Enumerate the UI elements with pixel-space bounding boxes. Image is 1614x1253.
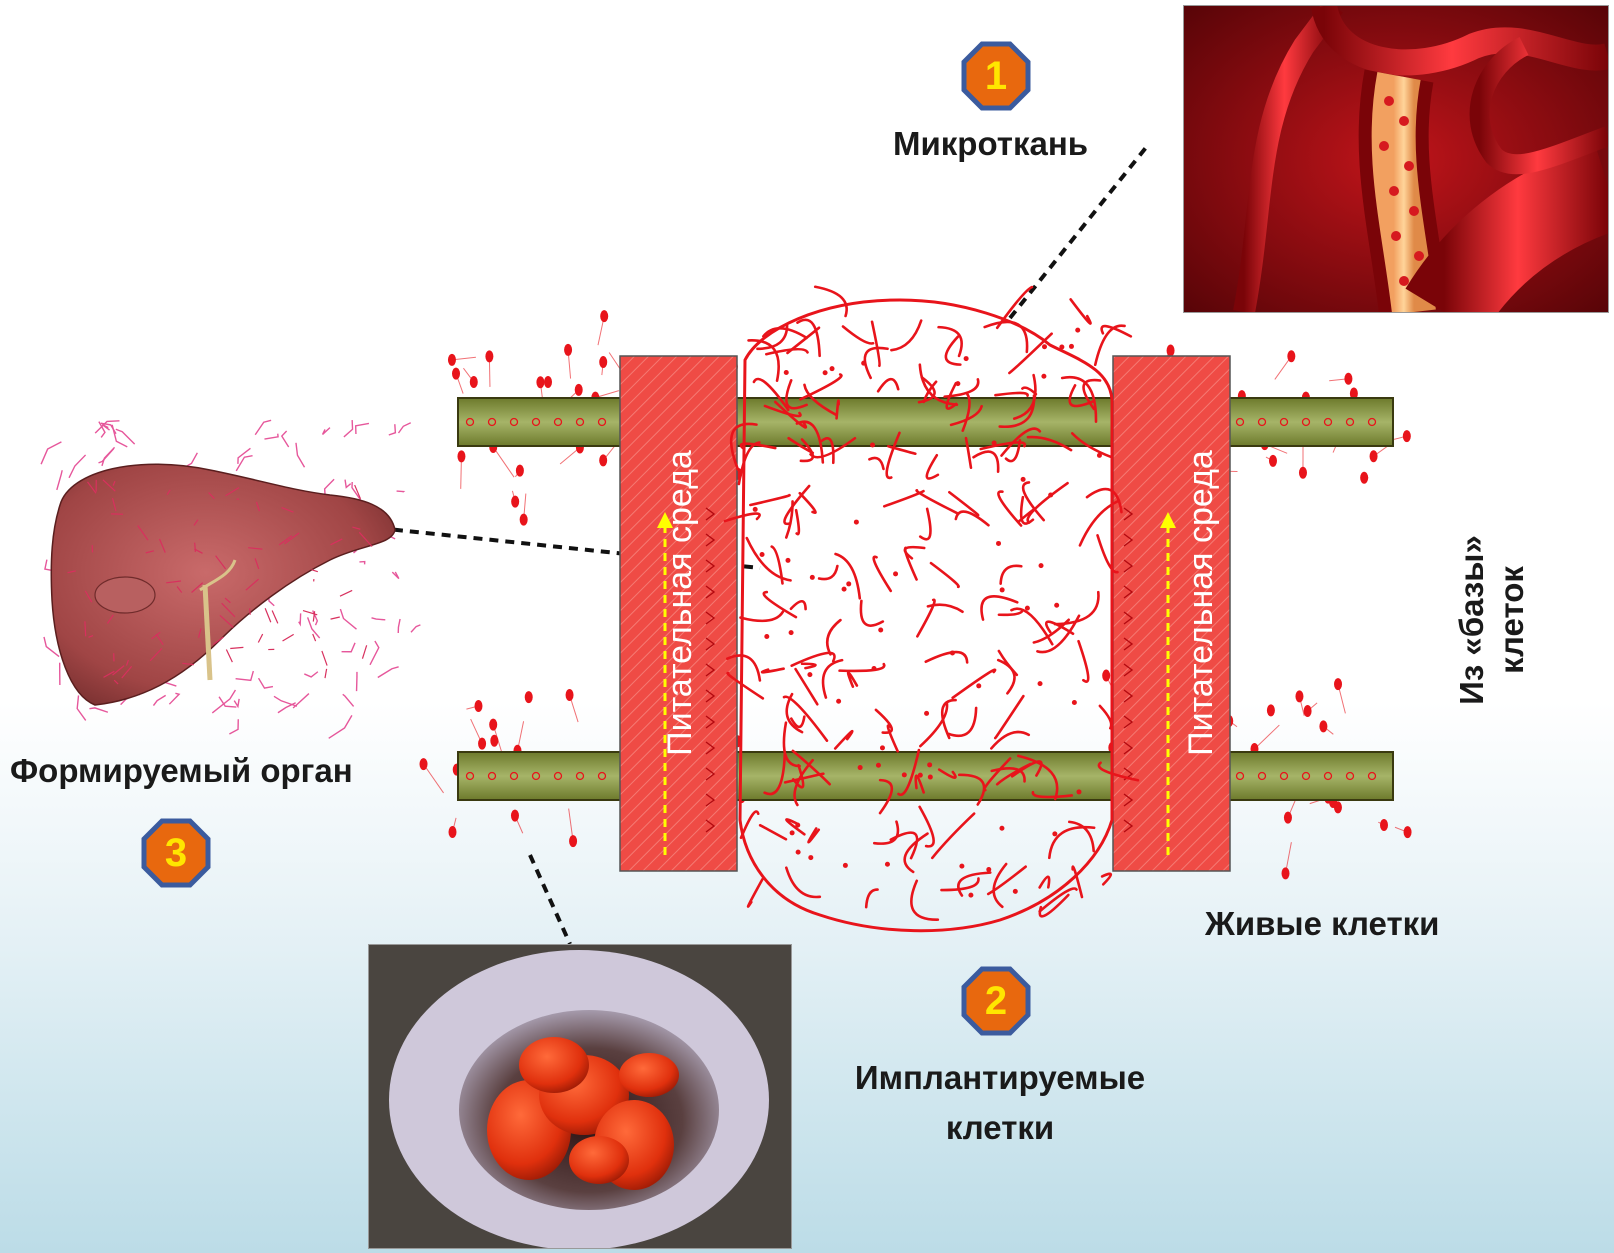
badge-3: 3 xyxy=(140,817,212,889)
microtissue-label: Микроткань xyxy=(893,125,1088,163)
badge-3-number: 3 xyxy=(140,817,212,889)
badge-2-number: 2 xyxy=(960,965,1032,1037)
forming-organ-label: Формируемый орган xyxy=(10,752,353,790)
badge-1-number: 1 xyxy=(960,40,1032,112)
living-cells-label: Живые клетки xyxy=(1205,905,1439,943)
badge-1: 1 xyxy=(960,40,1032,112)
badge-2: 2 xyxy=(960,965,1032,1037)
cell-base-label: Из «базы» клеток xyxy=(1452,510,1532,730)
implanted-cells-label: Имплантируемые клетки xyxy=(830,1053,1170,1153)
